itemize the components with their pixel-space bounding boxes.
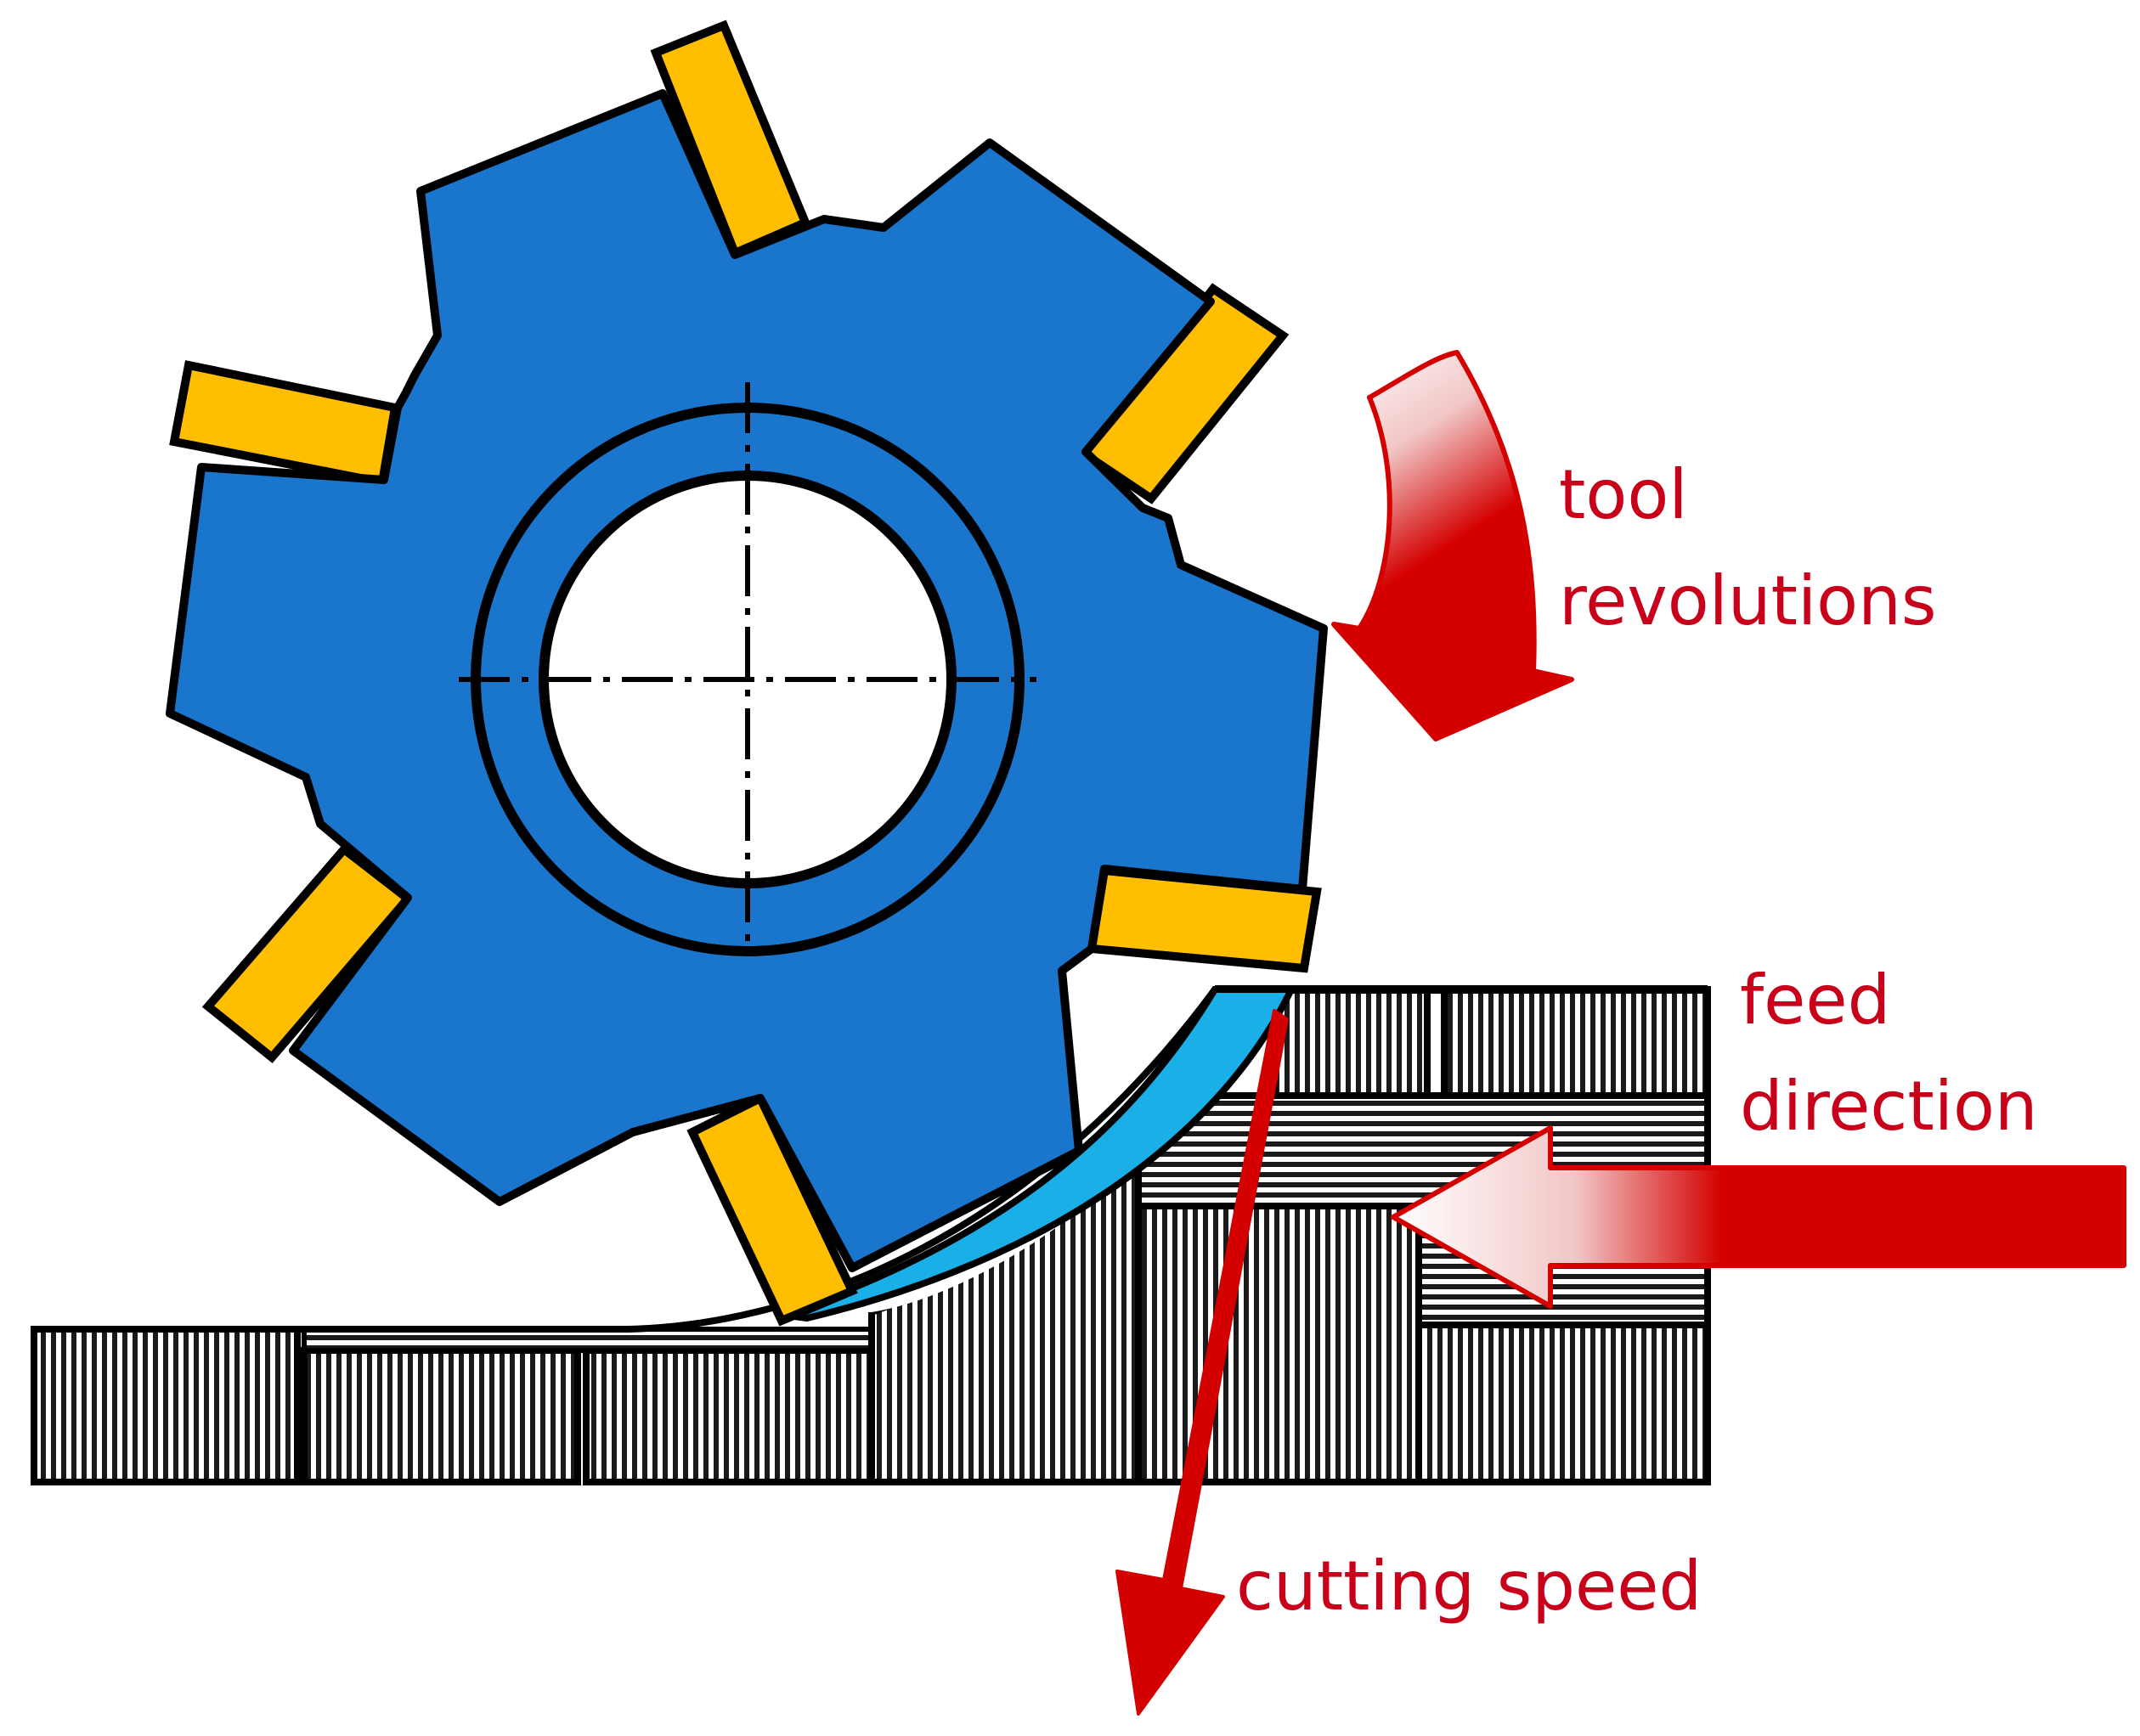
feed-direction-label-line2: direction <box>1740 1067 2038 1146</box>
workpiece-block-mid-2 <box>1415 1322 1711 1485</box>
feed-direction-arrow <box>1391 1125 2126 1309</box>
workpiece-base-block-1 <box>31 1326 301 1485</box>
workpiece-block-mid-1 <box>1135 1203 1422 1485</box>
cutter-insert-bottom <box>686 1092 858 1327</box>
tool-revolutions-arrow <box>1331 350 1574 741</box>
workpiece-base-block-2 <box>301 1347 581 1485</box>
tool-revolutions-label-line1: tool <box>1559 455 1687 534</box>
workpiece-cut-edge <box>34 987 1218 1333</box>
milling-cutter <box>166 20 1328 1327</box>
feed-direction-label-line1: feed <box>1740 961 1890 1040</box>
workpiece-block-top-1 <box>1271 986 1431 1099</box>
tool-revolutions-label-line2: revolutions <box>1559 561 1937 640</box>
cutting-speed-label: cutting speed <box>1236 1547 1702 1626</box>
chip <box>780 986 1297 1322</box>
workpiece-block-top-2 <box>1441 986 1711 1099</box>
cutting-speed-arrow <box>1115 1009 1289 1716</box>
workpiece-base-block-3 <box>583 1347 875 1485</box>
